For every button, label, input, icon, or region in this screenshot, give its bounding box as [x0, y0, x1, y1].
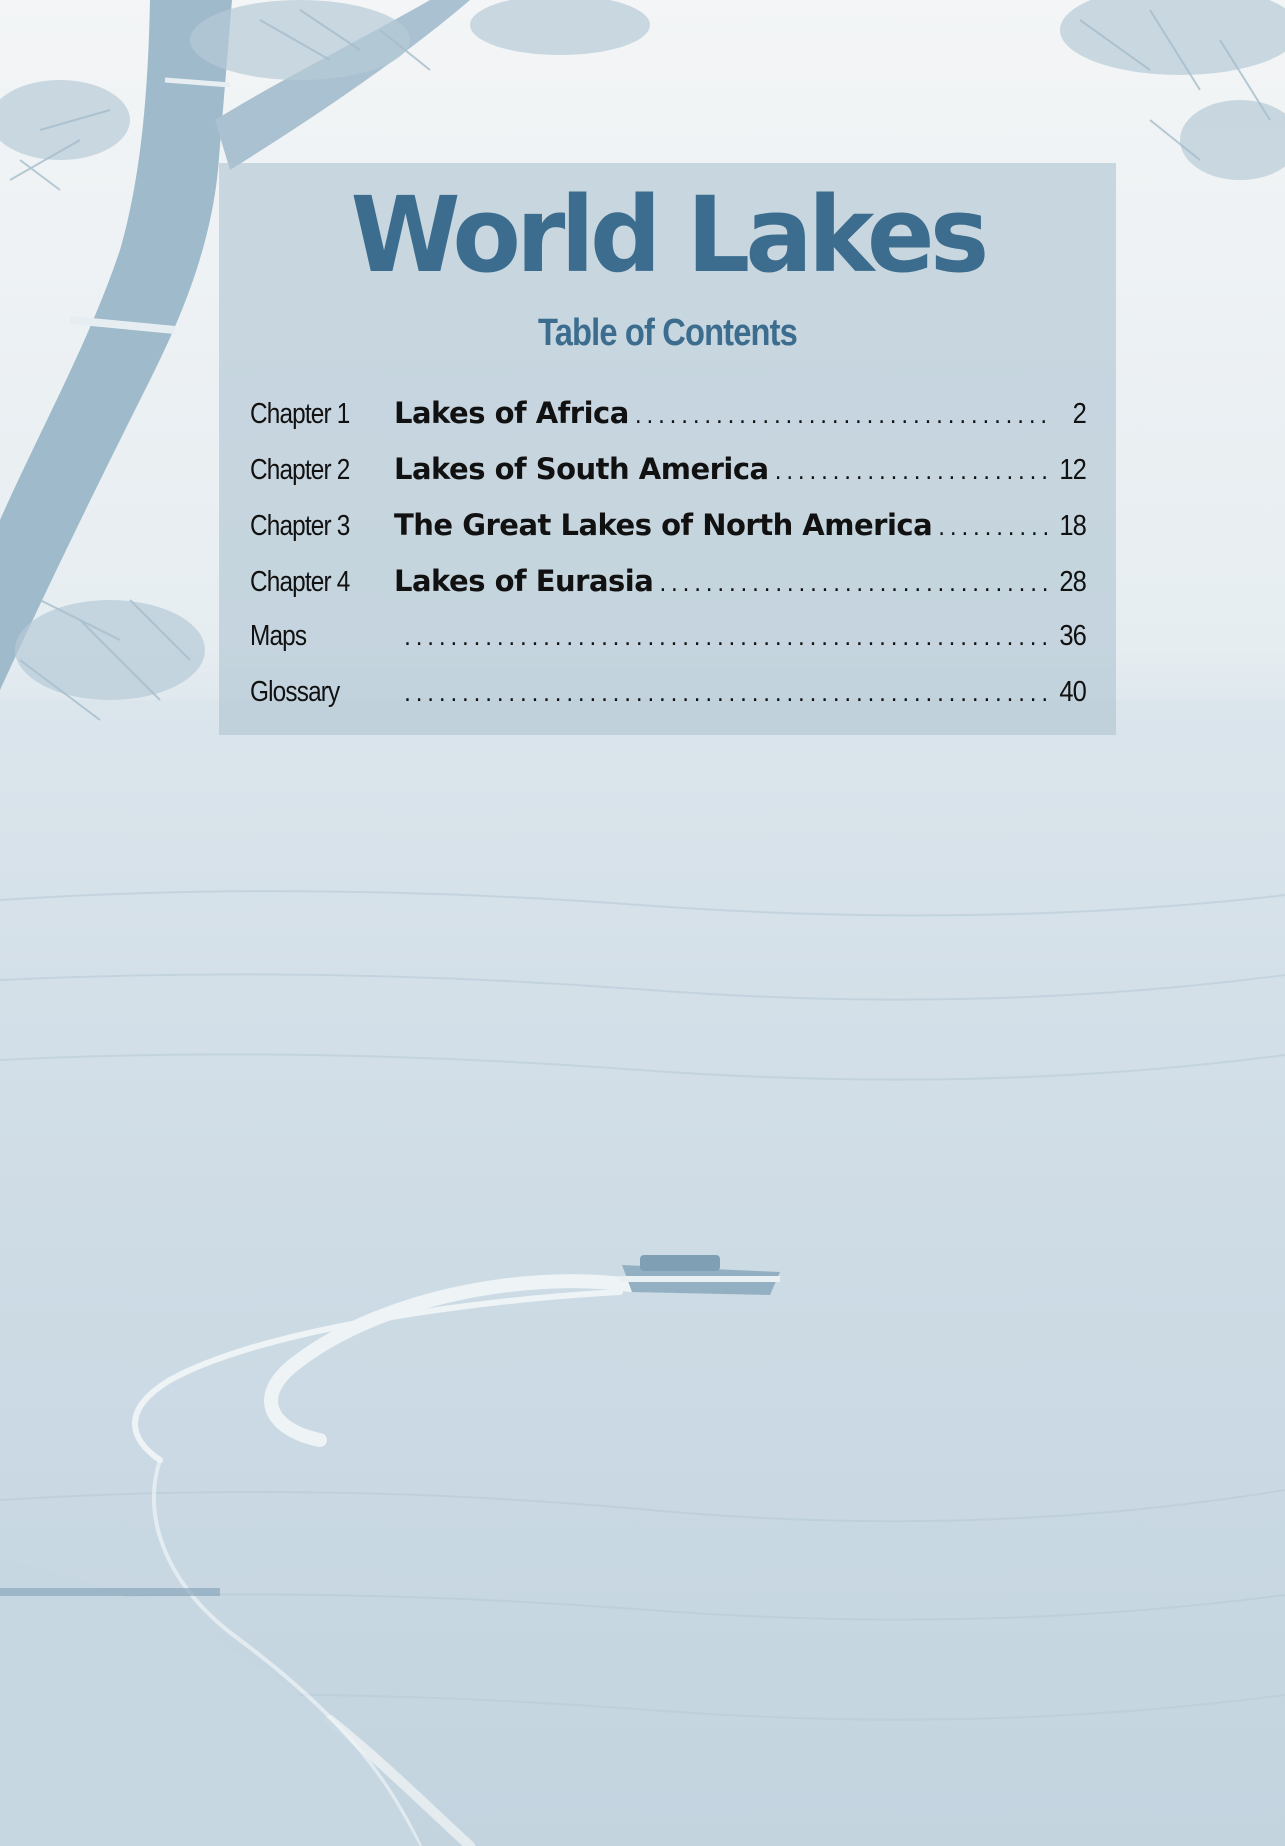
- toc-dot-leader: [769, 460, 1054, 485]
- toc-entry-page: 28: [1059, 566, 1086, 598]
- toc-entry-page: 12: [1059, 454, 1086, 486]
- toc-dot-leader: [394, 682, 1054, 707]
- toc-entry-body: 36: [394, 620, 1086, 653]
- toc-entry-label: Chapter 2: [250, 454, 350, 486]
- toc-entry-chapter-4[interactable]: Chapter 4 Lakes of Eurasia 28: [250, 564, 1086, 620]
- toc-entry-label: Chapter 3: [250, 510, 350, 542]
- book-title: World Lakes: [350, 174, 990, 296]
- toc-entry-page: 2: [1072, 398, 1086, 430]
- table-of-contents-panel: World Lakes Table of Contents Chapter 1 …: [219, 163, 1116, 735]
- toc-entry-glossary[interactable]: Glossary 40: [250, 676, 1086, 732]
- toc-entry-body: The Great Lakes of North America 18: [394, 508, 1086, 543]
- toc-list: Chapter 1 Lakes of Africa 2 Chapter 2 La…: [250, 396, 1086, 732]
- toc-heading: Table of Contents: [538, 312, 798, 354]
- toc-entry-body: Lakes of Africa 2: [394, 396, 1086, 431]
- toc-entry-body: 40: [394, 676, 1086, 709]
- toc-dot-leader: [932, 516, 1054, 541]
- toc-entry-chapter-2[interactable]: Chapter 2 Lakes of South America 12: [250, 452, 1086, 508]
- toc-dot-leader: [629, 404, 1054, 429]
- speedboat-illustration: [620, 1255, 780, 1295]
- toc-entry-label: Chapter 4: [250, 566, 350, 598]
- toc-entry-label: Chapter 1: [250, 398, 350, 430]
- toc-dot-leader: [394, 626, 1054, 651]
- toc-dot-leader: [653, 572, 1054, 597]
- toc-entry-label: Glossary: [250, 676, 340, 708]
- tree-illustration: [0, 0, 1285, 721]
- toc-entry-title: Lakes of South America: [394, 452, 769, 486]
- toc-entry-title: Lakes of Africa: [394, 396, 629, 430]
- toc-entry-title: The Great Lakes of North America: [394, 508, 933, 542]
- toc-entry-chapter-3[interactable]: Chapter 3 The Great Lakes of North Ameri…: [250, 508, 1086, 564]
- toc-entry-body: Lakes of South America 12: [394, 452, 1086, 487]
- toc-entry-page: 36: [1059, 620, 1086, 652]
- toc-entry-maps[interactable]: Maps 36: [250, 620, 1086, 676]
- toc-entry-chapter-1[interactable]: Chapter 1 Lakes of Africa 2: [250, 396, 1086, 452]
- toc-entry-page: 40: [1059, 676, 1086, 708]
- toc-entry-label: Maps: [250, 620, 307, 652]
- toc-entry-page: 18: [1059, 510, 1086, 542]
- toc-entry-body: Lakes of Eurasia 28: [394, 564, 1086, 599]
- toc-entry-title: Lakes of Eurasia: [394, 564, 654, 598]
